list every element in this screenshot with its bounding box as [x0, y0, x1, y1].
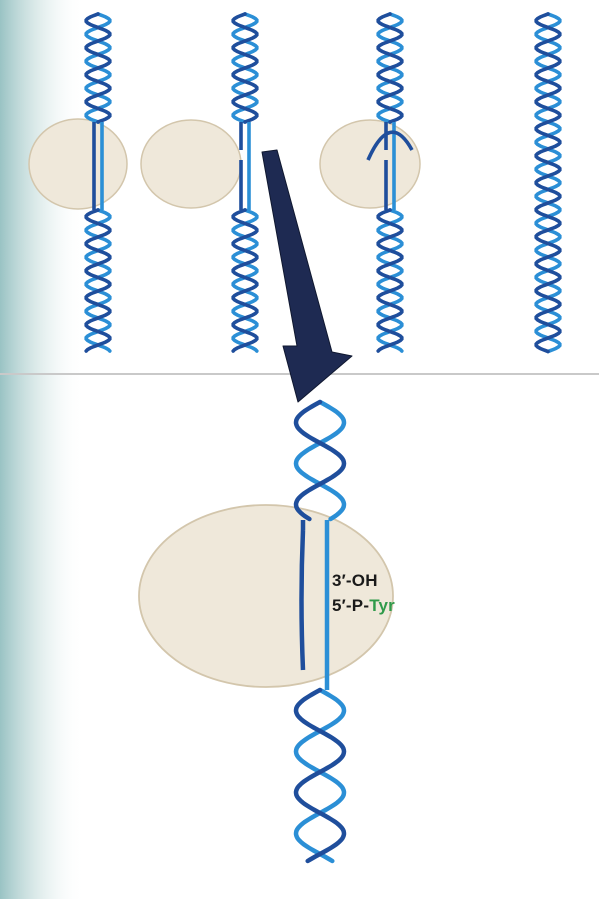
zoom-cleaved-strand-3oh [302, 530, 304, 670]
tyrosine-text: Tyr [369, 596, 395, 615]
three-prime-oh-label: 3′-OH [332, 571, 378, 591]
zoom-dna-upper-strand-light [296, 402, 344, 519]
enzyme-2 [141, 120, 241, 208]
five-prime-phosphate-text: 5′-P- [332, 596, 369, 615]
enzyme-1 [29, 119, 127, 209]
zoom-dna-upper-strand-dark [296, 402, 344, 519]
zoom-dna-lower-strand-dark [296, 690, 344, 861]
zoom-dna-lower-strand-light [296, 690, 344, 861]
enzyme-3 [320, 120, 420, 208]
five-prime-phosphotyrosine-label: 5′-P-Tyr [332, 596, 395, 616]
